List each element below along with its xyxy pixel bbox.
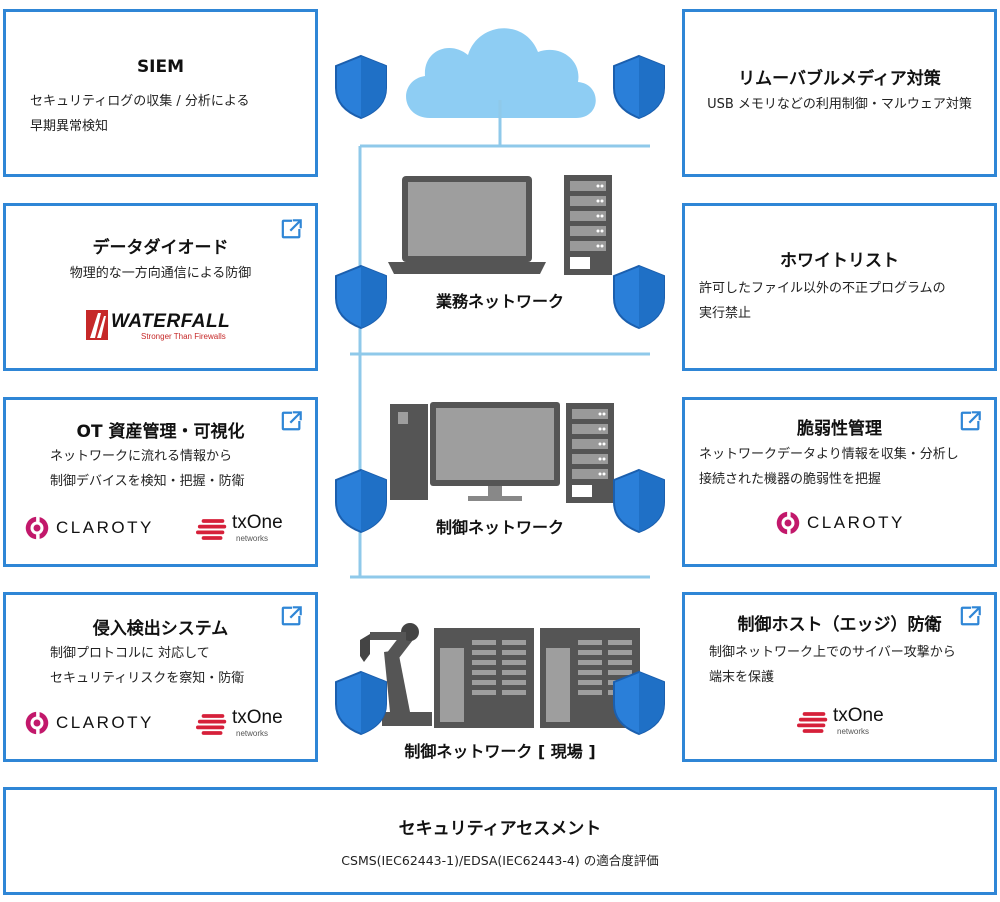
shield-icon: [613, 55, 665, 119]
txone-mark-icon: [196, 517, 230, 542]
txone-logo-subtext: networks: [837, 727, 870, 736]
claroty-mark-icon: [24, 710, 50, 736]
card-description: ネットワークデータより情報を収集・分析し 接続された機器の脆弱性を把握: [699, 447, 959, 487]
control-network-label: 制御ネットワーク: [435, 518, 564, 537]
shield-icon: [335, 55, 387, 119]
network-backbone: [350, 100, 650, 579]
txone-logo: txOne networks: [196, 707, 296, 741]
removable-media-card: リムーバブルメディア対策 USB メモリなどの利用制御・マルウェア対策: [682, 9, 997, 177]
control-host-card[interactable]: 制御ホスト（エッジ）防衛 制御ネットワーク上でのサイバー攻撃から 端末を保護 t…: [682, 592, 997, 762]
txone-mark-icon: [797, 710, 831, 735]
card-title: OT 資産管理・可視化: [76, 422, 245, 442]
card-title: 侵入検出システム: [92, 619, 229, 639]
card-description: 制御プロトコルに 対応して セキュリティリスクを察知・防衛: [50, 646, 245, 686]
txone-logo: txOne networks: [797, 705, 897, 739]
card-title: セキュリティアセスメント: [398, 819, 602, 839]
shield-icon: [335, 671, 387, 735]
card-description: CSMS(IEC62443-1)/EDSA(IEC62443-4) の適合度評価: [341, 853, 659, 868]
claroty-mark-icon: [775, 510, 801, 536]
card-title: SIEM: [136, 57, 185, 77]
waterfall-logo-text: WATERFALL: [111, 311, 231, 332]
laptop-icon: [388, 176, 546, 274]
siem-card: SIEM セキュリティログの収集 / 分析による 早期異常検知: [3, 9, 318, 177]
waterfall-mark-icon: [86, 310, 108, 340]
data-diode-card[interactable]: データダイオード 物理的な一方向通信による防御 WATERFALL Strong…: [3, 203, 318, 371]
vulnerability-card[interactable]: 脆弱性管理 ネットワークデータより情報を収集・分析し 接続された機器の脆弱性を把…: [682, 397, 997, 567]
robot-arm-icon: [360, 623, 432, 726]
card-description: 制御ネットワーク上でのサイバー攻撃から 端末を保護: [709, 645, 956, 685]
ids-card[interactable]: 侵入検出システム 制御プロトコルに 対応して セキュリティリスクを察知・防衛 C…: [3, 592, 318, 762]
card-title: 制御ホスト（エッジ）防衛: [737, 615, 942, 635]
card-title: ホワイトリスト: [780, 251, 899, 271]
txone-logo-text: txOne: [232, 707, 283, 728]
claroty-logo: CLAROTY: [24, 710, 174, 740]
card-description: 許可したファイル以外の不正プログラムの 実行禁止: [699, 281, 946, 321]
card-description: USB メモリなどの利用制御・マルウェア対策: [707, 97, 972, 112]
claroty-logo: CLAROTY: [24, 515, 174, 545]
card-description: ネットワークに流れる情報から 制御デバイスを検知・把握・防衛: [50, 449, 245, 489]
whitelist-card: ホワイトリスト 許可したファイル以外の不正プログラムの 実行禁止: [682, 203, 997, 371]
claroty-logo-text: CLAROTY: [56, 518, 154, 537]
monitor-icon: [430, 402, 560, 501]
txone-mark-icon: [196, 712, 230, 737]
network-diagram: [335, 28, 665, 735]
control-cabinet-icon: [434, 628, 640, 728]
cloud-icon: [406, 28, 596, 118]
waterfall-logo: WATERFALL Stronger Than Firewalls: [86, 310, 236, 346]
card-description: セキュリティログの収集 / 分析による 早期異常検知: [30, 94, 250, 134]
security-assessment-card: セキュリティアセスメント CSMS(IEC62443-1)/EDSA(IEC62…: [3, 787, 997, 895]
server-icon: [564, 175, 612, 275]
txone-logo-subtext: networks: [236, 729, 269, 738]
card-description: 物理的な一方向通信による防御: [69, 266, 252, 281]
business-network-label: 業務ネットワーク: [435, 292, 564, 311]
card-title: 脆弱性管理: [797, 419, 882, 439]
card-title: リムーバブルメディア対策: [738, 69, 941, 89]
server-icon: [566, 403, 614, 503]
field-network-label: 制御ネットワーク [ 現場 ]: [404, 742, 596, 761]
ot-asset-card[interactable]: OT 資産管理・可視化 ネットワークに流れる情報から 制御デバイスを検知・把握・…: [3, 397, 318, 567]
txone-logo-text: txOne: [232, 512, 283, 533]
claroty-mark-icon: [24, 515, 50, 541]
claroty-logo: CLAROTY: [775, 510, 925, 540]
claroty-logo-text: CLAROTY: [807, 513, 905, 532]
txone-logo: txOne networks: [196, 512, 296, 546]
txone-logo-subtext: networks: [236, 534, 269, 543]
waterfall-tagline: Stronger Than Firewalls: [141, 332, 226, 341]
claroty-logo-text: CLAROTY: [56, 713, 154, 732]
tower-pc-icon: [390, 404, 428, 500]
txone-logo-text: txOne: [833, 705, 884, 726]
card-title: データダイオード: [92, 238, 229, 258]
